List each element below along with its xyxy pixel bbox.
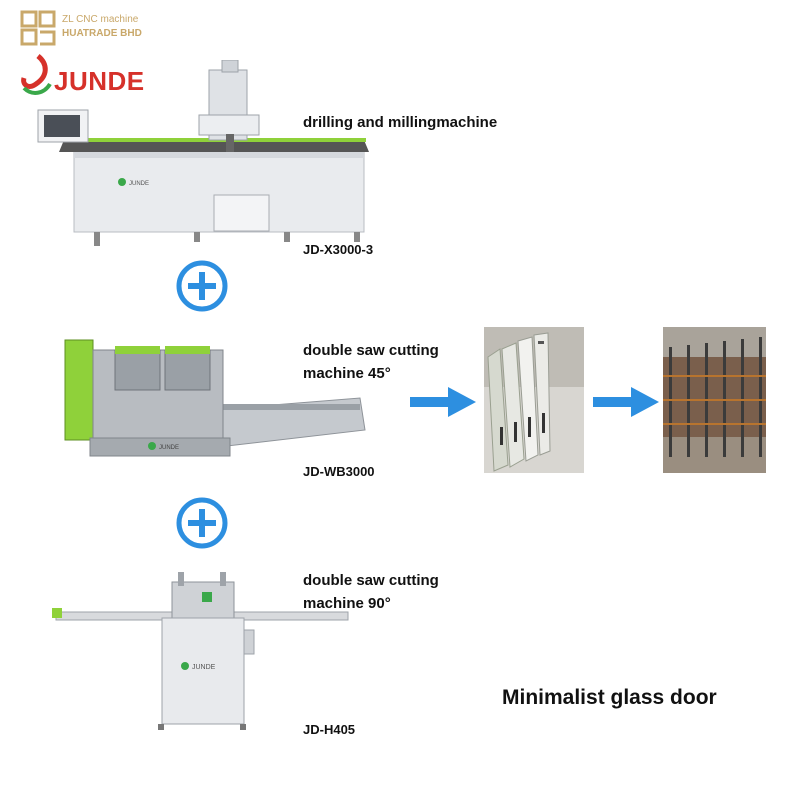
brand-logo-icon xyxy=(21,54,52,95)
machine2-name-line2: machine 45° xyxy=(303,365,391,382)
machine2-model: JD-WB3000 xyxy=(303,464,375,479)
machine2-name-line1: double saw cutting xyxy=(303,342,439,359)
svg-text:JUNDE: JUNDE xyxy=(192,664,216,671)
product-title: Minimalist glass door xyxy=(502,686,717,709)
plus-icon xyxy=(176,497,228,549)
watermark-logo-icon xyxy=(20,10,56,46)
double-saw-45-machine-image: JUNDE xyxy=(64,339,366,457)
svg-text:JUNDE: JUNDE xyxy=(159,445,179,451)
svg-text:JUNDE: JUNDE xyxy=(129,181,149,187)
drilling-milling-machine-image: JUNDE xyxy=(37,60,369,246)
watermark-logo: ZL CNC machine HUATRADE BHD xyxy=(20,8,180,48)
brand-name: JUNDE xyxy=(54,66,145,96)
machine3-name-line2: machine 90° xyxy=(303,595,391,612)
aluminum-profiles-photo xyxy=(484,327,584,473)
machine3-model: JD-H405 xyxy=(303,722,356,737)
arrow-right-icon xyxy=(410,387,476,417)
plus-icon xyxy=(176,260,228,312)
double-saw-90-machine-image: JUNDE xyxy=(52,572,349,730)
watermark-line1: ZL CNC machine xyxy=(62,14,139,25)
arrow-right-icon xyxy=(593,387,659,417)
watermark-line2: HUATRADE BHD xyxy=(62,28,142,39)
brand-logo: JUNDE xyxy=(18,54,148,104)
glass-door-photo xyxy=(663,327,766,473)
machine1-model: JD-X3000-3 xyxy=(303,242,374,257)
machine1-name: drilling and millingmachine xyxy=(303,114,498,131)
machine3-name-line1: double saw cutting xyxy=(303,572,439,589)
